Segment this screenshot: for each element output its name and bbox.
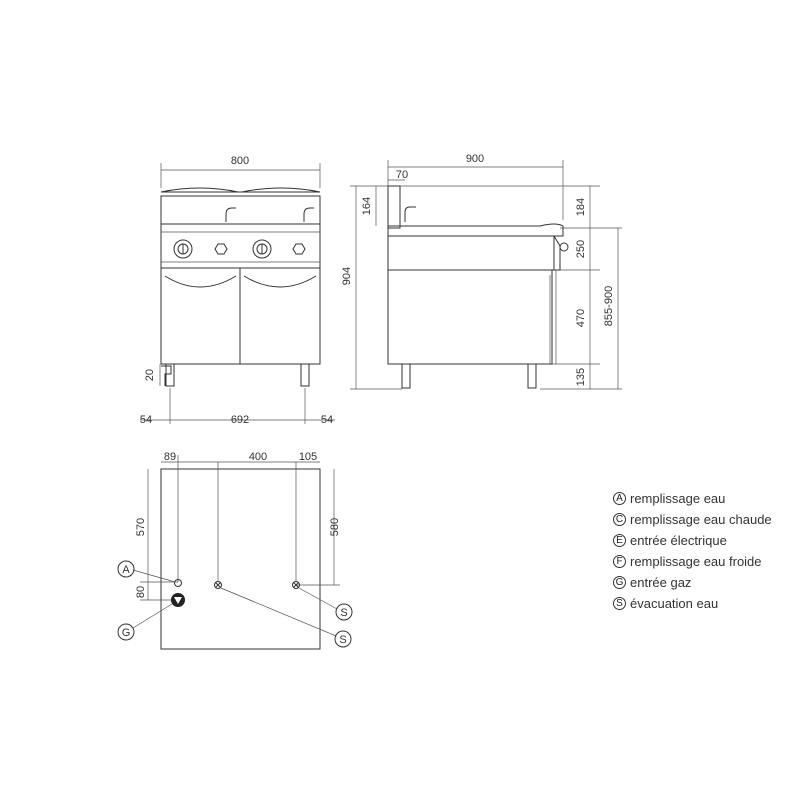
control-segment-label: 250 [575, 240, 587, 258]
callout-g-text: G [122, 627, 131, 639]
control-knob-icon [173, 239, 193, 259]
legend-badge: E [613, 534, 626, 547]
drain-icon [161, 365, 172, 386]
drain-connection-icon [214, 581, 222, 589]
plan-gap-label: 80 [135, 586, 147, 598]
callout-s2-text: S [339, 634, 346, 646]
front-width-label: 800 [231, 155, 249, 167]
side-view: 900 70 904 164 184 25 [341, 153, 622, 390]
door-handle [164, 275, 237, 288]
depth-label: 900 [466, 153, 484, 165]
legend-item: S évacuation eau [613, 593, 772, 614]
callout-s2 [334, 630, 352, 648]
igniter-icon [292, 243, 306, 255]
left-offset-label: 54 [140, 414, 152, 426]
igniter-icon [214, 243, 228, 255]
legend-item: G entrée gaz [613, 572, 772, 593]
water-fill-connection-icon [174, 579, 182, 587]
plan-left-x-label: 89 [164, 451, 176, 463]
top-segment-label: 184 [575, 198, 587, 216]
plan-outline [160, 468, 321, 650]
plan-right-y-label: 580 [329, 518, 341, 536]
legend-badge: A [613, 492, 626, 505]
control-knob-icon [252, 239, 272, 259]
callout-a [117, 560, 135, 578]
legend-text: remplissage eau froide [630, 554, 762, 569]
tap-icon [303, 207, 314, 222]
top-offset-label: 70 [396, 169, 408, 181]
legend-badge: S [613, 597, 626, 610]
legend-badge: C [613, 513, 626, 526]
legend-text: évacuation eau [630, 596, 719, 611]
callout-a-text: A [122, 564, 130, 576]
legend-text: entrée gaz [630, 575, 692, 590]
feet-segment-label: 135 [575, 368, 587, 386]
legend-item: F remplissage eau froide [613, 551, 772, 572]
control-knob-icon [559, 242, 569, 252]
foot-spacing-label: 692 [231, 414, 249, 426]
callout-s1-text: S [340, 607, 347, 619]
legend-item: E entrée électrique [613, 530, 772, 551]
legend-text: remplissage eau chaude [630, 512, 772, 527]
door-handle [243, 275, 317, 288]
plan-middle-x-label: 400 [249, 451, 267, 463]
control-panel [160, 223, 321, 269]
splash-height-label: 164 [361, 197, 373, 215]
callout-g [117, 623, 135, 641]
foot-height-label: 20 [144, 369, 156, 381]
legend-badge: G [613, 576, 626, 589]
plan-left-y-label: 570 [135, 518, 147, 536]
plan-view: 89 400 105 570 80 580 A G S [117, 451, 353, 650]
right-offset-label: 54 [321, 414, 333, 426]
tap-icon [404, 206, 416, 222]
front-view: 800 20 [140, 155, 335, 426]
legend-item: C remplissage eau chaude [613, 509, 772, 530]
plan-right-x-label: 105 [299, 451, 317, 463]
tap-icon [225, 207, 236, 222]
drain-connection-icon [292, 581, 300, 589]
adjustable-height-label: 855-900 [603, 286, 615, 326]
connection-legend: A remplissage eau C remplissage eau chau… [613, 488, 772, 614]
legend-text: remplissage eau [630, 491, 726, 506]
callout-s1 [335, 603, 353, 621]
total-height-label: 904 [341, 267, 353, 285]
legend-badge: F [613, 555, 626, 568]
cabinet-segment-label: 470 [575, 309, 587, 327]
legend-text: entrée électrique [630, 533, 727, 548]
legend-item: A remplissage eau [613, 488, 772, 509]
